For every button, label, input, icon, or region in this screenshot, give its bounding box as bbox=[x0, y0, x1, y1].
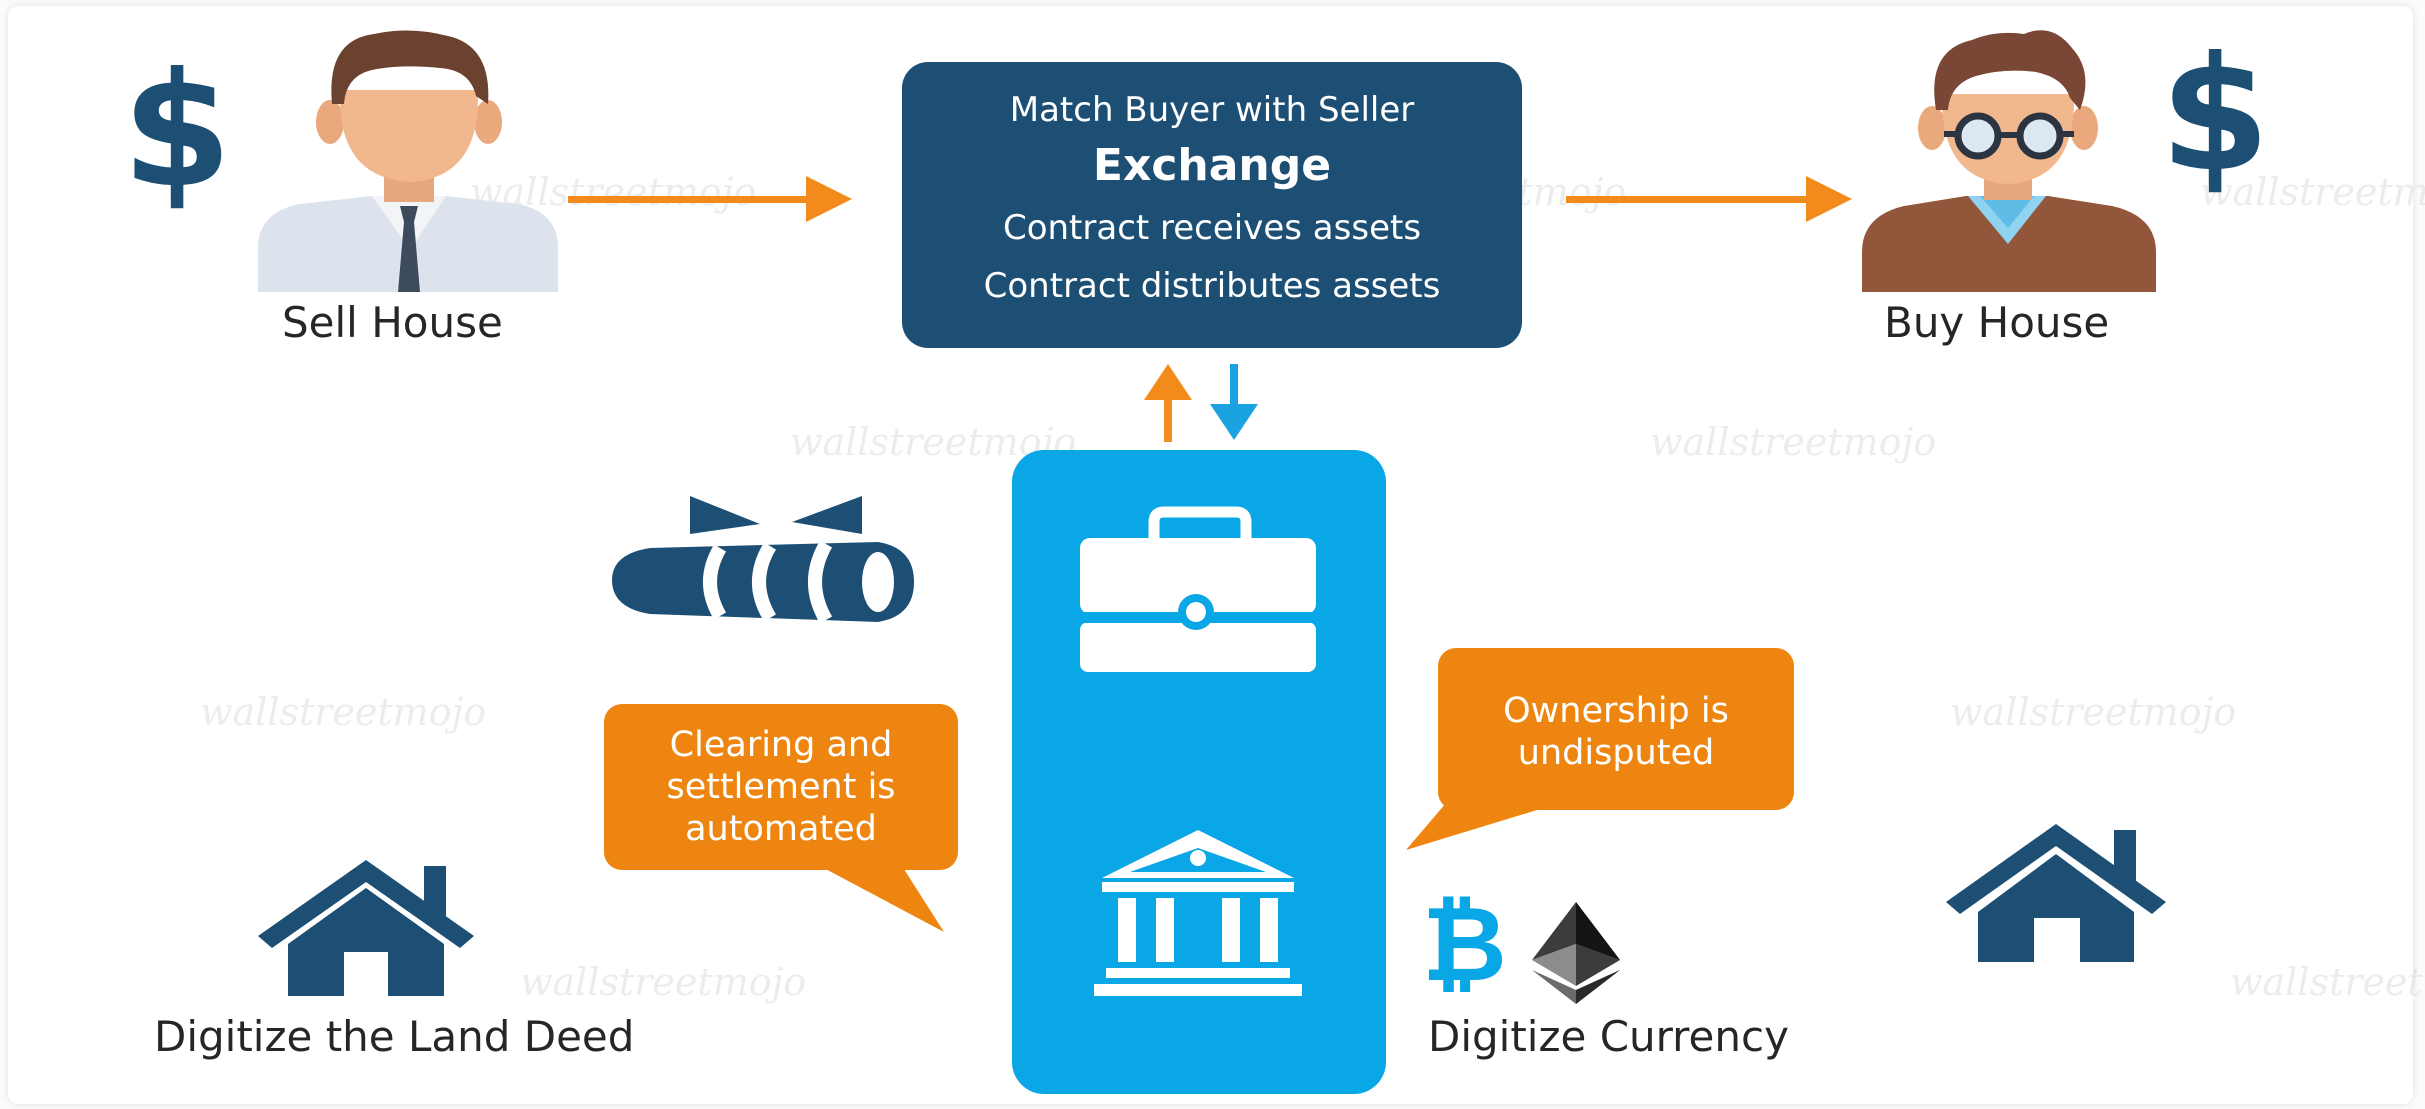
digitize-land-deed-label: Digitize the Land Deed bbox=[154, 1012, 635, 1061]
ownership-callout-text: Ownership is undisputed bbox=[1503, 691, 1729, 773]
watermark: wallstreetmojo bbox=[200, 690, 487, 734]
watermark: wallstreetmojo bbox=[520, 960, 807, 1004]
seller-to-exchange-arrow bbox=[568, 176, 852, 222]
person-seller-icon bbox=[258, 30, 558, 292]
clearing-callout-text: Clearing and settlement is automated bbox=[666, 725, 896, 849]
exchange-to-buyer-arrow bbox=[1566, 176, 1852, 222]
bitcoin-icon: ₿ bbox=[1422, 883, 1507, 1005]
exchange-distributes: Contract distributes assets bbox=[983, 266, 1441, 306]
briefcase-icon bbox=[1080, 506, 1316, 672]
exchange-receives: Contract receives assets bbox=[1002, 208, 1422, 248]
watermark: wallstreetmojo bbox=[2200, 170, 2425, 214]
house-icon bbox=[258, 860, 474, 996]
ownership-callout bbox=[1406, 648, 1794, 850]
person-buyer-icon bbox=[1862, 30, 2156, 292]
exchange-title: Exchange bbox=[1092, 140, 1332, 191]
bank-icon bbox=[1094, 830, 1302, 996]
watermark: wallstreetmojo bbox=[1950, 690, 2237, 734]
ethereum-icon bbox=[1532, 902, 1620, 1004]
watermark: wallstreetmojo bbox=[2230, 960, 2425, 1004]
exchange-subtitle: Match Buyer with Seller bbox=[1009, 90, 1415, 130]
buy-house-label: Buy House bbox=[1884, 298, 2110, 347]
scroll-icon bbox=[612, 496, 914, 624]
watermark: wallstreetmojo bbox=[1650, 420, 1937, 464]
exchange-box: Match Buyer with Seller Exchange Contrac… bbox=[902, 62, 1522, 348]
house-icon bbox=[1946, 824, 2166, 962]
digitize-currency-label: Digitize Currency bbox=[1428, 1012, 1789, 1061]
dollar-icon: $ bbox=[2160, 23, 2270, 207]
clearing-callout bbox=[604, 704, 958, 932]
dollar-icon: $ bbox=[122, 39, 232, 223]
exchange-to-contract-arrow bbox=[1210, 364, 1258, 440]
contract-to-exchange-arrow bbox=[1144, 364, 1192, 442]
sell-house-label: Sell House bbox=[282, 298, 503, 347]
